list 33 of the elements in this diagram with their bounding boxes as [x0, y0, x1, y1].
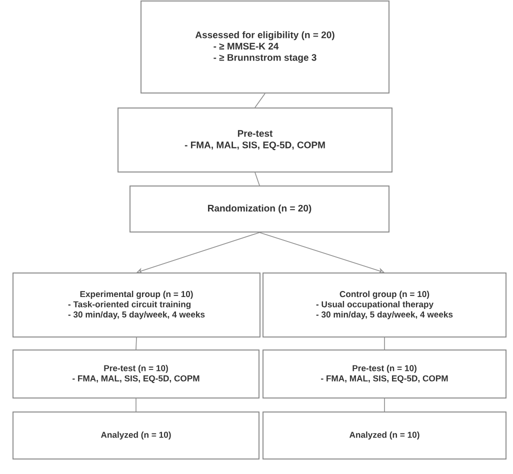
- bullet-item: - ≥ MMSE-K 24: [214, 42, 279, 50]
- process-box: [12, 412, 260, 460]
- bullet-item: - FMA, MAL, SIS, EQ-5D, COPM: [184, 142, 325, 150]
- connector-line: [136, 337, 137, 350]
- process-box: [12, 272, 260, 338]
- bullet-item: - FMA, MAL, SIS, EQ-5D, COPM: [321, 375, 448, 384]
- bullet-item: - 30 min/day, 5 day/week, 4 weeks: [68, 311, 205, 320]
- connector-line: [384, 337, 385, 350]
- box-heading: Experimental group (n = 10): [80, 290, 193, 299]
- connector-line: [254, 93, 266, 108]
- connector-line: [384, 398, 385, 412]
- box-heading: Analyzed (n = 10): [100, 432, 171, 440]
- box-heading: Pre-test (n = 10): [352, 364, 416, 373]
- bullet-item: - 30 min/day, 5 day/week, 4 weeks: [316, 311, 453, 320]
- process-box: [12, 350, 260, 398]
- box-heading: Pre-test: [238, 130, 273, 137]
- arrow: [136, 232, 260, 274]
- box-heading: Analyzed (n = 10): [349, 432, 420, 440]
- process-box: [130, 186, 390, 232]
- bullet-item: - ≥ Brunnstrom stage 3: [214, 54, 316, 63]
- box-heading: Randomization (n = 20): [208, 204, 312, 214]
- bullet-item: - Task-oriented circuit training: [68, 301, 191, 310]
- bullet-item: - FMA, MAL, SIS, EQ-5D, COPM: [72, 375, 200, 384]
- box-heading: Pre-test (n = 10): [104, 364, 168, 373]
- bullet-item: - Usual occupational therapy: [316, 301, 434, 310]
- process-box: [262, 350, 506, 398]
- process-box: [262, 412, 506, 460]
- process-box: [262, 272, 506, 338]
- process-box: [118, 108, 392, 172]
- connector-line: [254, 172, 260, 186]
- process-box: [140, 0, 390, 94]
- box-heading: Assessed for eligibility (n = 20): [195, 31, 334, 40]
- box-heading: Control group (n = 10): [340, 290, 430, 299]
